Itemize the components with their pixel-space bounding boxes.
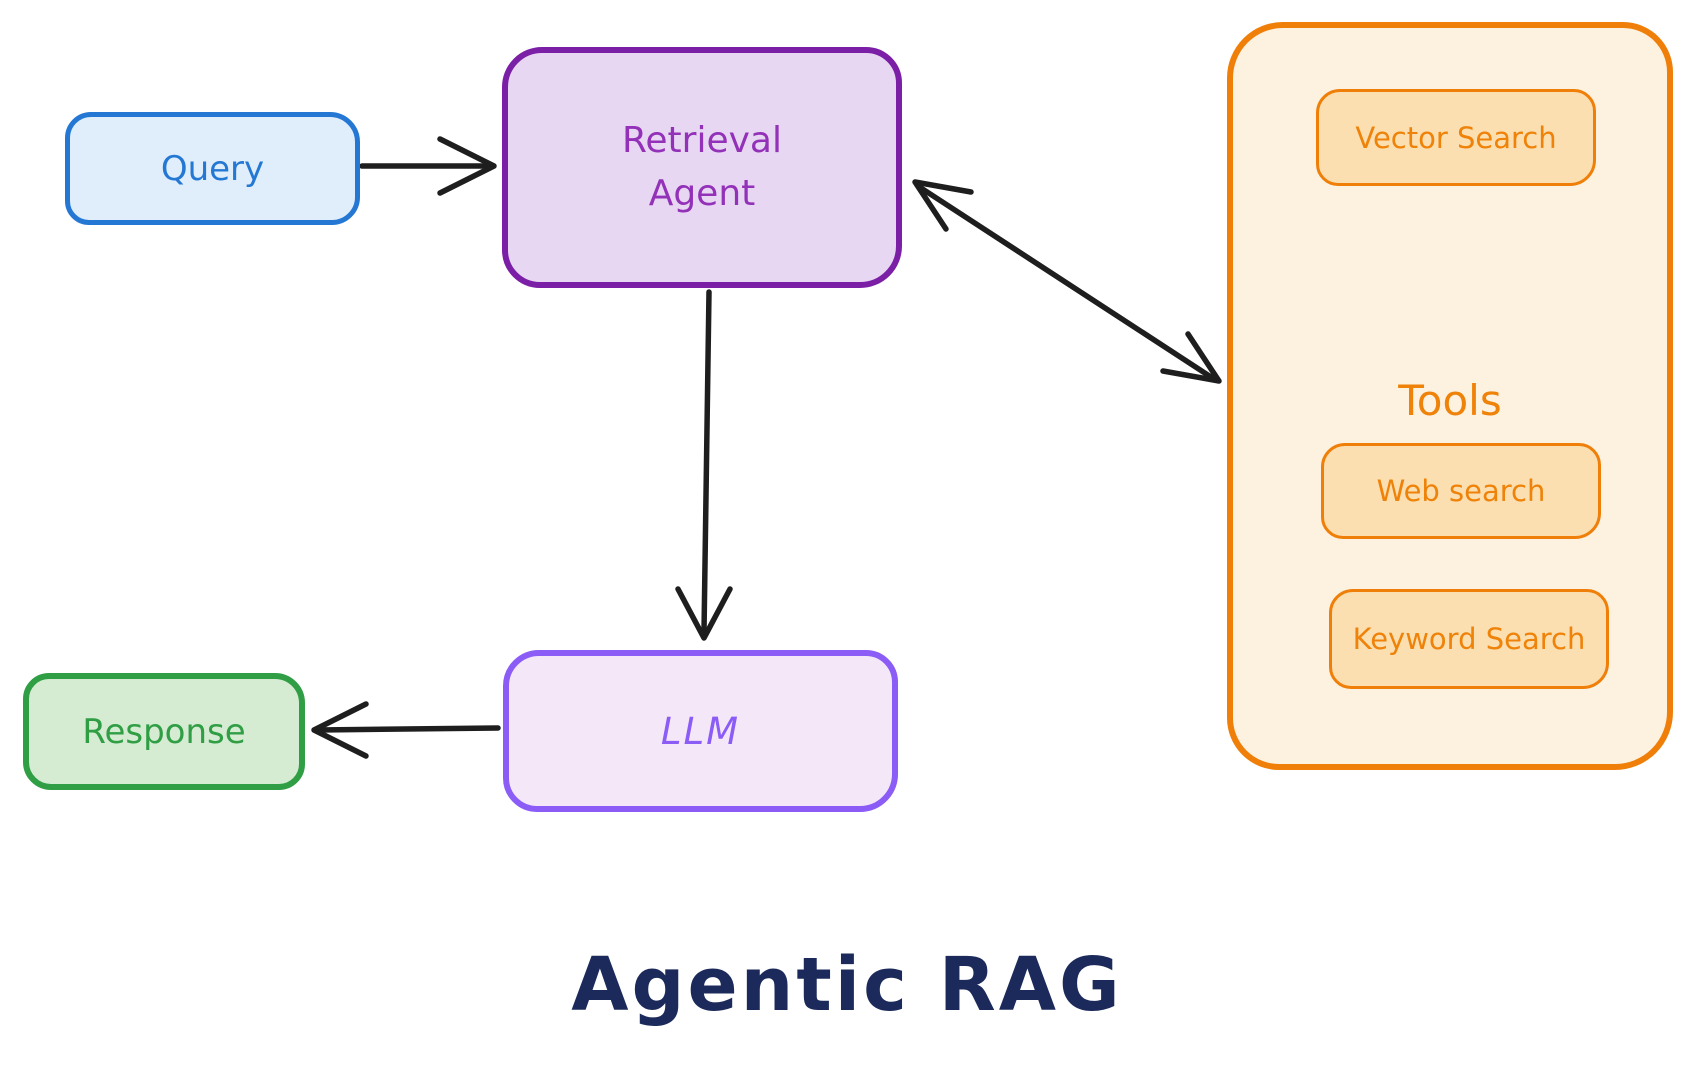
node-query-label: Query (160, 148, 265, 189)
arrow-agent-to-llm (675, 289, 733, 641)
node-retrieval-agent: Retrieval Agent (502, 47, 902, 288)
arrowhead-right-icon (437, 136, 497, 196)
arrowhead-upleft-icon (912, 179, 974, 232)
diagram-title: Agentic RAG (571, 942, 1123, 1028)
tool-keyword-search-label: Keyword Search (1352, 622, 1586, 656)
node-llm-label: LLM (660, 709, 741, 753)
arrowhead-downright-icon (1160, 331, 1222, 384)
node-llm: LLM (503, 650, 898, 812)
arrow-shaft (918, 185, 1217, 382)
arrow-query-to-agent (359, 136, 497, 196)
node-retrieval-agent-label: Retrieval Agent (622, 120, 782, 214)
arrow-shaft (701, 289, 712, 635)
tool-keyword-search: Keyword Search (1329, 589, 1609, 689)
arrow-llm-to-response (311, 701, 501, 759)
arrowhead-down-icon (675, 586, 733, 641)
node-query: Query (65, 112, 360, 225)
node-response: Response (23, 673, 305, 790)
node-response-label: Response (82, 711, 246, 752)
arrowhead-left-icon (311, 701, 369, 759)
tool-vector-search-label: Vector Search (1355, 120, 1557, 155)
arrow-shaft (315, 725, 501, 733)
arrow-agent-tools-bidirectional (912, 179, 1222, 384)
tool-web-search: Web search (1321, 443, 1601, 539)
tools-panel-label: Tools (1398, 376, 1502, 425)
tool-web-search-label: Web search (1376, 474, 1546, 508)
tool-vector-search: Vector Search (1316, 89, 1596, 186)
tools-container: Vector Search Tools Web search Keyword S… (1227, 22, 1673, 770)
